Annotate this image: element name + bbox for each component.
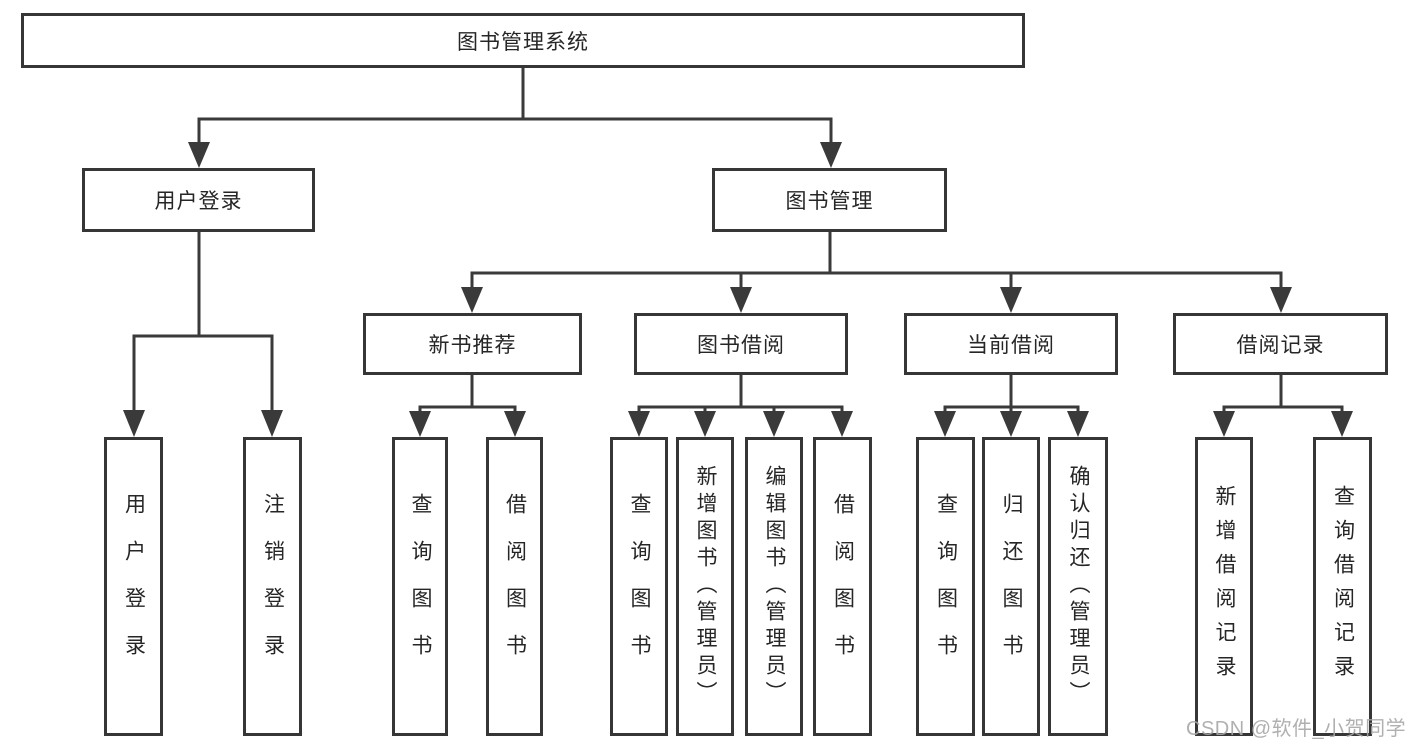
node-label: 新书推荐: [428, 334, 517, 357]
node-label: 图书管理系统: [457, 30, 589, 54]
leaf-label: 查询图书: [409, 492, 432, 681]
leaf-label: 借阅图书: [503, 492, 527, 681]
leaf-label: 确认归还（管理员）: [1067, 465, 1090, 708]
node-user-login: 用户登录: [82, 168, 315, 232]
node-book-management: 图书管理: [712, 168, 947, 232]
leaf-borrow-books: 借阅图书: [813, 437, 872, 736]
leaf-label: 查询图书: [934, 492, 958, 681]
node-library-system: 图书管理系统: [21, 13, 1025, 68]
leaf-label: 借阅图书: [831, 492, 855, 681]
leaf-borrow-books-newrec: 借阅图书: [486, 437, 543, 736]
node-label: 当前借阅: [967, 334, 1055, 357]
leaf-label: 查询图书: [628, 492, 651, 681]
connector-borrow-records-branch: [1213, 375, 1353, 437]
connector-new-book-branch: [409, 375, 526, 437]
leaf-label: 归还图书: [1000, 492, 1023, 681]
leaf-edit-books-admin: 编辑图书（管理员）: [745, 437, 803, 736]
leaf-query-books-current: 查询图书: [916, 437, 975, 736]
leaf-return-books: 归还图书: [982, 437, 1040, 736]
leaf-add-borrow-record: 新增借阅记录: [1195, 437, 1253, 736]
node-label: 图书借阅: [697, 334, 785, 357]
leaf-add-books-admin: 新增图书（管理员）: [676, 437, 734, 736]
connector-current-borrow-branch: [934, 375, 1089, 437]
node-borrow-records: 借阅记录: [1173, 313, 1388, 375]
node-label: 借阅记录: [1236, 334, 1325, 357]
leaf-query-books-borrow: 查询图书: [610, 437, 668, 736]
csdn-watermark: CSDN @软件_小贺同学: [1186, 718, 1405, 740]
leaf-label: 查询借阅记录: [1331, 484, 1355, 689]
leaf-logout: 注销登录: [243, 437, 302, 736]
node-label: 图书管理: [785, 190, 874, 213]
connector-root-to-level2: [188, 68, 842, 168]
leaf-label: 编辑图书（管理员）: [763, 465, 786, 708]
leaf-label: 新增图书（管理员）: [694, 465, 717, 708]
leaf-query-borrow-record: 查询借阅记录: [1313, 437, 1372, 736]
node-label: 用户登录: [154, 190, 243, 213]
node-book-borrow: 图书借阅: [634, 313, 848, 375]
node-current-borrow: 当前借阅: [904, 313, 1118, 375]
leaf-query-books-newrec: 查询图书: [392, 437, 448, 736]
node-new-book-recommend: 新书推荐: [363, 313, 582, 375]
leaf-confirm-return-admin: 确认归还（管理员）: [1048, 437, 1108, 736]
connector-user-login-branch: [123, 232, 283, 437]
leaf-label: 注销登录: [261, 492, 285, 681]
leaf-label: 新增借阅记录: [1213, 484, 1236, 689]
connector-book-borrow-branch: [628, 375, 853, 437]
connector-book-management-branch: [461, 232, 1292, 313]
leaf-user-login: 用户登录: [104, 437, 163, 736]
leaf-label: 用户登录: [122, 492, 146, 681]
